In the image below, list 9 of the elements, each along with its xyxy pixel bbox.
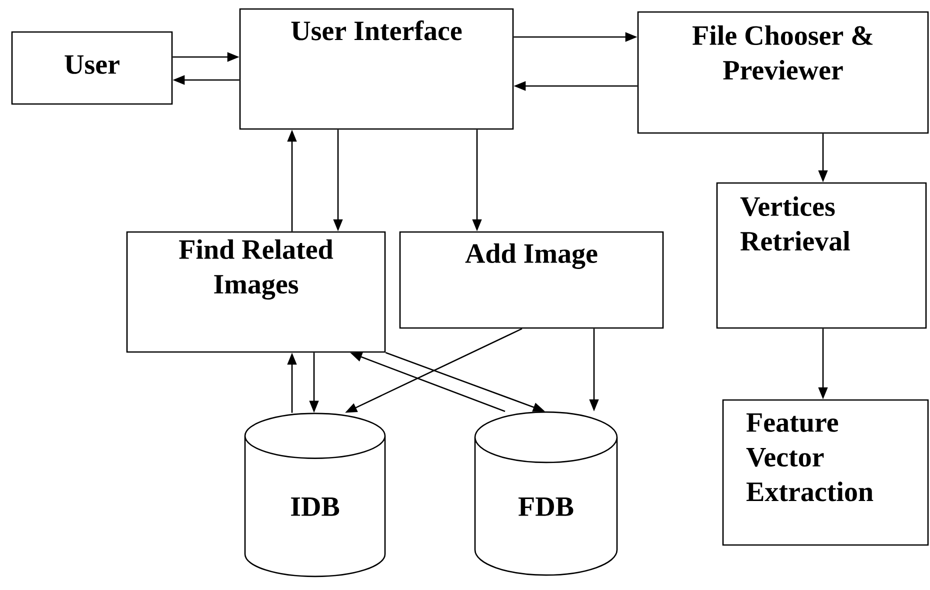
database-cylinder: IDB (244, 412, 386, 578)
process-box: Vertices Retrieval (716, 182, 927, 329)
process-box: User (11, 31, 173, 105)
process-box: Feature Vector Extraction (722, 399, 929, 546)
process-box: User Interface (239, 8, 514, 130)
process-box: Find Related Images (126, 231, 386, 353)
database-cylinder: FDB (474, 411, 618, 576)
process-box: Add Image (399, 231, 664, 329)
process-box: File Chooser & Previewer (637, 11, 929, 134)
